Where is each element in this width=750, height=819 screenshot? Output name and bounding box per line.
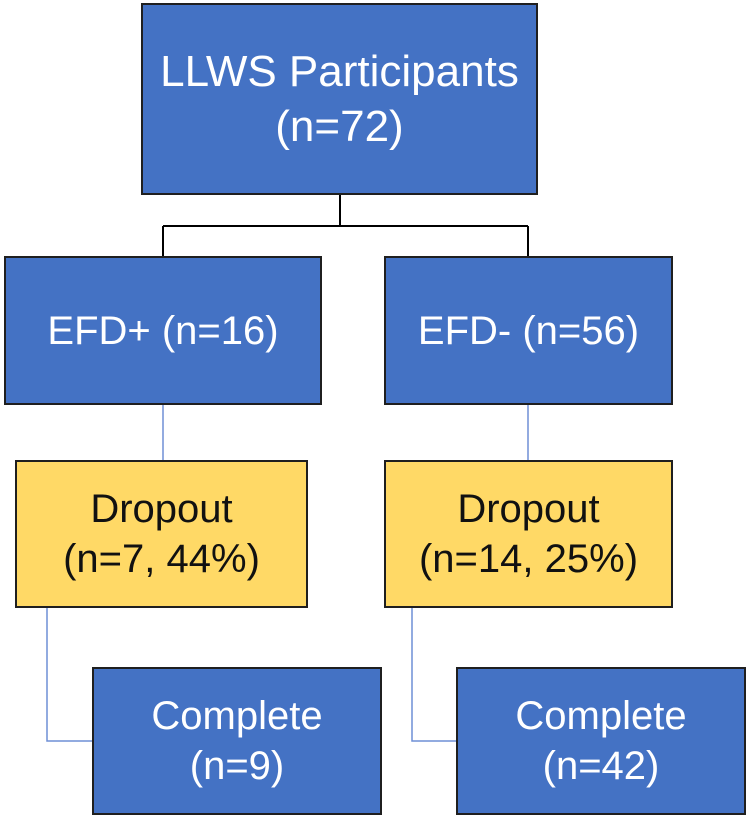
participants-box: LLWS Participants (n=72) (141, 3, 538, 195)
efd-negative-box: EFD- (n=56) (384, 256, 673, 405)
complete-title: Complete (151, 694, 323, 738)
efd-neg-elbow-line (411, 608, 456, 742)
participants-count: (n=72) (275, 102, 404, 151)
efd-positive-label: EFD+ (n=16) (47, 308, 279, 353)
efd-negative-complete-box: Complete (n=42) (456, 667, 746, 815)
efd-positive-dropout-box: Dropout (n=7, 44%) (15, 460, 308, 608)
complete-title: Complete (515, 694, 687, 738)
complete-count: (n=42) (542, 744, 660, 788)
dropout-title: Dropout (90, 487, 233, 531)
efd-positive-box: EFD+ (n=16) (4, 256, 322, 405)
dropout-count: (n=14, 25%) (418, 537, 639, 581)
efd-pos-elbow-line (46, 608, 92, 742)
dropout-title: Dropout (457, 487, 600, 531)
dropout-count: (n=7, 44%) (63, 537, 260, 581)
participants-title: LLWS Participants (160, 47, 519, 96)
efd-negative-label: EFD- (n=56) (417, 308, 640, 353)
efd-positive-complete-box: Complete (n=9) (92, 667, 382, 815)
complete-count: (n=9) (189, 744, 285, 788)
efd-negative-dropout-box: Dropout (n=14, 25%) (384, 460, 673, 608)
